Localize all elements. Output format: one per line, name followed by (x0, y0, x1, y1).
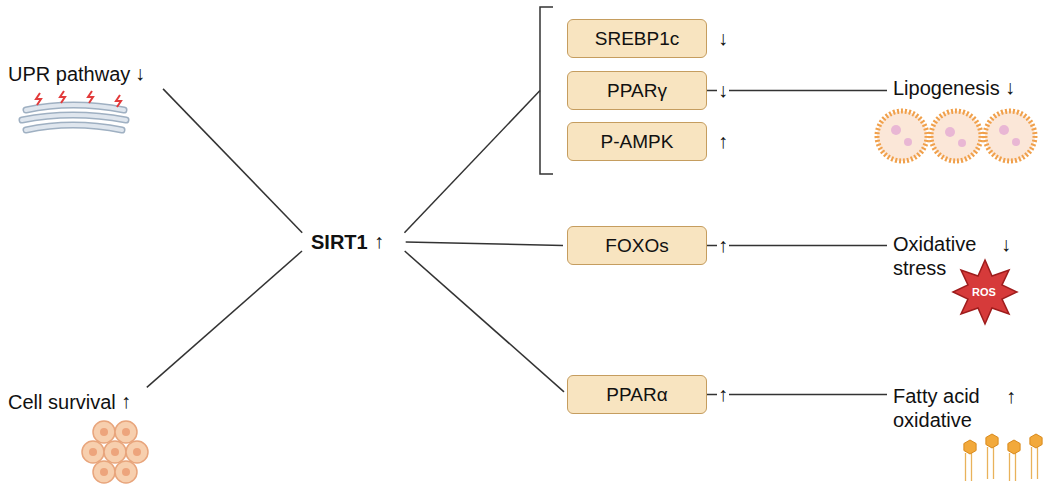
trend-arrow: ↑ (717, 129, 729, 153)
process-box: SREBP1c (567, 19, 707, 58)
trend-arrow: ↓ (134, 61, 146, 85)
trend-arrow: ↑ (717, 233, 729, 257)
cells-icon (82, 421, 148, 483)
node-text: PPARγ (607, 79, 667, 103)
ros-burst (953, 260, 1017, 324)
node-text: SIRT1 (311, 230, 368, 254)
group-bracket (540, 7, 553, 174)
trend-arrow: ↑ (120, 389, 132, 413)
process-box: FOXOs (567, 226, 707, 265)
trend-arrow: ↓ (1004, 75, 1016, 99)
central-node: SIRT1 (305, 226, 402, 258)
process-box: PPARγ (567, 71, 707, 110)
trend-arrow: ↑ (1005, 384, 1017, 408)
node-text: P-AMPK (601, 130, 674, 154)
outcome-label: Oxidative stress (893, 232, 998, 280)
vesicles-icon (877, 111, 1035, 161)
node-text: UPR pathway (8, 62, 130, 86)
process-box: PPARα (567, 375, 707, 414)
connector-line (404, 91, 540, 233)
node-text: PPARα (606, 383, 667, 407)
connector-line (707, 90, 887, 92)
connector-line (406, 242, 563, 245)
connector-line (163, 89, 302, 233)
fatty-acid-icon (964, 434, 1042, 481)
trend-arrow: ↓ (717, 78, 729, 102)
trend-arrow: ↑ (373, 229, 385, 253)
node-text: Cell survival (8, 390, 116, 414)
node-text: Lipogenesis (893, 76, 1000, 100)
connector-line (707, 394, 887, 396)
node-text: Fatty acid oxidative (893, 384, 1003, 432)
node-text: Oxidative stress (893, 232, 998, 280)
process-box: P-AMPK (567, 122, 707, 161)
node-text: SREBP1c (595, 27, 679, 51)
node-text: FOXOs (605, 234, 668, 258)
cell-nuclei (89, 428, 141, 476)
ros-label: ROS (972, 286, 996, 298)
trend-arrow: ↓ (1000, 232, 1012, 256)
connector-line (405, 251, 564, 392)
outcome-label: Lipogenesis (893, 76, 1000, 100)
connector-line (707, 245, 887, 247)
trend-arrow: ↓ (717, 26, 729, 50)
trend-arrow: ↑ (717, 382, 729, 406)
outcome-label: Fatty acid oxidative (893, 384, 1003, 432)
connector-line (147, 251, 302, 387)
er-icon (22, 91, 126, 130)
